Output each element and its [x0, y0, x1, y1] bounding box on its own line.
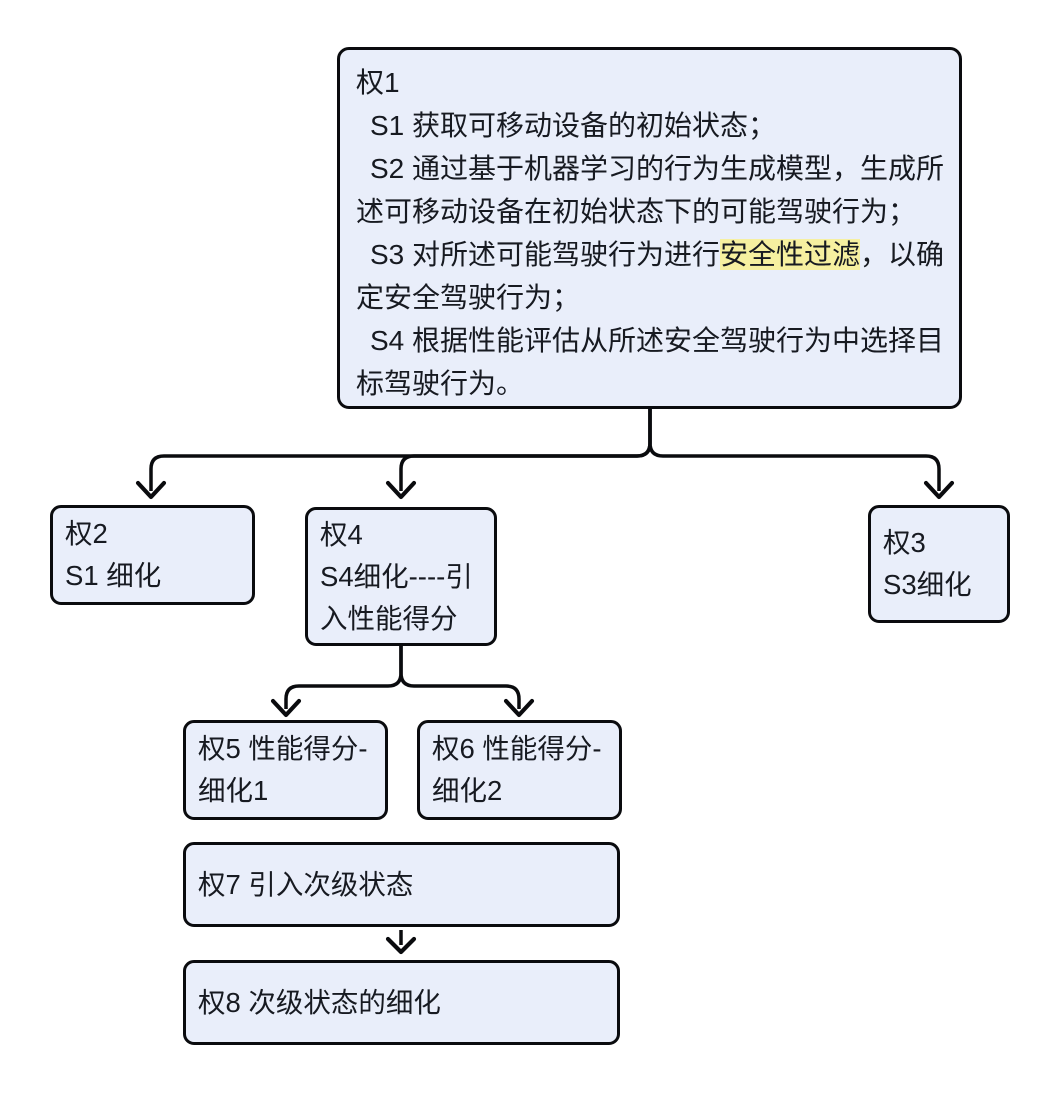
arrowhead-claim2: [135, 480, 167, 500]
claim3-label: 权3: [883, 527, 926, 558]
arrowhead-claim3: [923, 480, 955, 500]
claim2-desc: S1 细化: [65, 560, 162, 591]
edge-claim1-to-claim4: [399, 409, 652, 491]
claim1-step-s2: S2 通过基于机器学习的行为生成模型，生成所述可移动设备在初始状态下的可能驾驶行…: [356, 153, 945, 227]
claim5-text: 权5 性能得分-细化1: [198, 733, 368, 806]
claim1-s3-after: ，以确定安全驾驶行为；: [356, 239, 945, 313]
node-claim7: 权7 引入次级状态: [183, 842, 620, 927]
claim6-text: 权6 性能得分-细化2: [432, 733, 602, 806]
arrowhead-claim4: [385, 480, 417, 500]
claim4-desc: S4细化----引入性能得分: [320, 560, 473, 634]
claim3-desc: S3细化: [883, 569, 972, 600]
arrowhead-claim5: [270, 698, 302, 718]
node-claim4: 权4 S4细化----引入性能得分: [305, 507, 497, 646]
claim2-label: 权2: [65, 518, 108, 549]
edge-claim4-to-claim6: [399, 646, 521, 709]
node-claim6: 权6 性能得分-细化2: [417, 720, 622, 820]
arrowhead-claim8: [385, 936, 417, 955]
claim7-text: 权7 引入次级状态: [198, 868, 414, 900]
node-claim1: 权1 S1 获取可移动设备的初始状态； S2 通过基于机器学习的行为生成模型，生…: [337, 47, 962, 409]
arrowhead-claim6: [503, 698, 535, 718]
claim1-s3-before: S3 对所述可能驾驶行为进行: [370, 239, 721, 270]
node-claim5: 权5 性能得分-细化1: [183, 720, 388, 820]
edge-claim1-to-claim3: [648, 409, 941, 491]
edge-claim4-to-claim5: [284, 646, 403, 709]
claim1-step-s3: S3 对所述可能驾驶行为进行安全性过滤，以确定安全驾驶行为；: [356, 233, 947, 319]
claim8-text: 权8 次级状态的细化: [198, 986, 441, 1018]
claim1-label: 权1: [356, 67, 400, 98]
claim1-step-s1: S1 获取可移动设备的初始状态；: [370, 110, 777, 141]
node-claim3: 权3 S3细化: [868, 505, 1010, 623]
claim1-s3-highlight: 安全性过滤: [720, 239, 861, 270]
claim1-step-s4: S4 根据性能评估从所述安全驾驶行为中选择目标驾驶行为。: [356, 325, 945, 399]
claim4-label: 权4: [320, 518, 363, 550]
node-claim2: 权2 S1 细化: [50, 505, 255, 605]
node-claim8: 权8 次级状态的细化: [183, 960, 620, 1045]
